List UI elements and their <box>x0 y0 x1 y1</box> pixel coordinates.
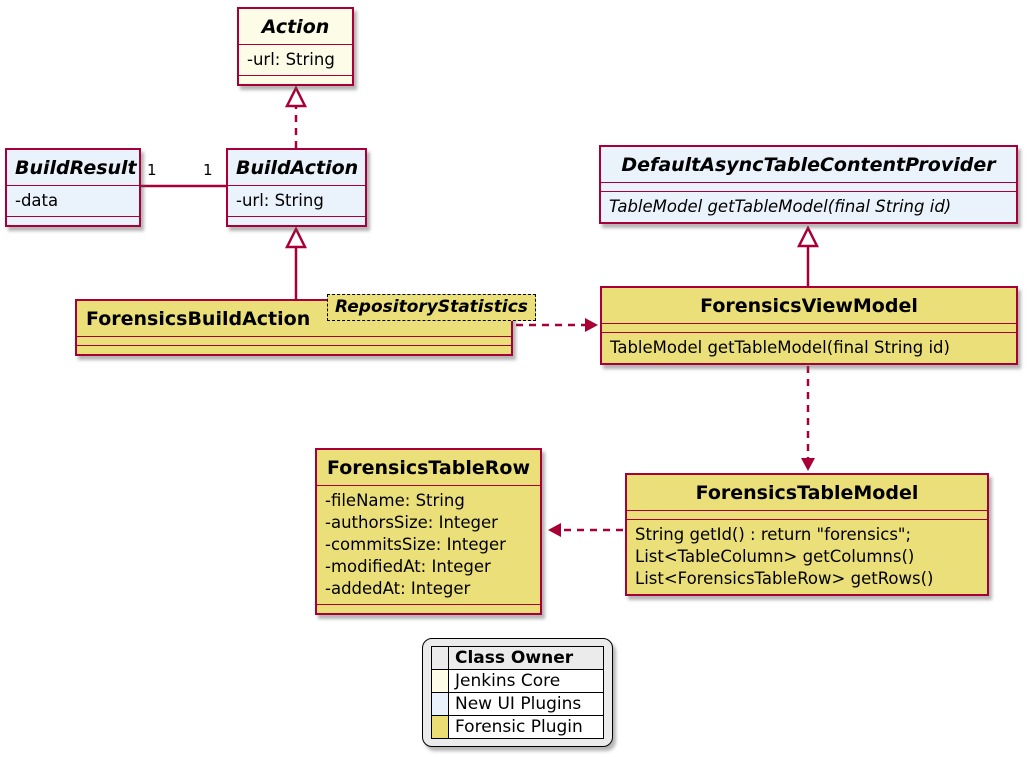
class-forensicsviewmodel-title: ForensicsViewModel <box>700 295 918 317</box>
generalization-arrow-forensicsviewmodel-provider <box>796 225 820 286</box>
attribute: -commitsSize: Integer <box>325 535 506 554</box>
class-buildaction-title: BuildAction <box>236 157 359 179</box>
attribute: -url: String <box>247 50 335 69</box>
class-forensicsviewmodel-attributes-empty <box>602 323 1016 332</box>
legend-label-new-ui-plugins: New UI Plugins <box>448 692 604 716</box>
attribute: -authorsSize: Integer <box>325 513 498 532</box>
legend: Class Owner Jenkins Core New UI Plugins … <box>422 638 613 747</box>
class-defaultasynctablecontentprovider: DefaultAsyncTableContentProvider TableMo… <box>599 145 1018 224</box>
attribute: -fileName: String <box>325 491 465 510</box>
legend-row-jenkins-core: Jenkins Core <box>431 669 604 693</box>
class-forensicstablemodel-title: ForensicsTableModel <box>695 482 919 504</box>
attribute: -data <box>15 191 59 210</box>
legend-table: Class Owner Jenkins Core New UI Plugins … <box>431 646 604 739</box>
class-forensicstablerow-attributes: -fileName: String -authorsSize: Integer … <box>317 485 540 604</box>
legend-row-forensic-plugin: Forensic Plugin <box>431 715 604 739</box>
class-forensicsbuildaction-attributes-empty <box>77 336 511 345</box>
class-buildresult-methods-empty <box>7 216 139 225</box>
legend-header-swatch <box>431 646 449 670</box>
legend-label-jenkins-core: Jenkins Core <box>448 669 604 693</box>
class-forensicsbuildaction-title: ForensicsBuildAction <box>86 308 311 330</box>
class-forensicstablerow-title: ForensicsTableRow <box>326 457 530 479</box>
legend-swatch-forensic-plugin <box>431 715 449 739</box>
generic-parameter-label: RepositoryStatistics <box>335 297 528 317</box>
class-action-title: Action <box>261 16 330 38</box>
class-buildaction-attributes: -url: String <box>228 185 365 216</box>
class-forensicstablemodel: ForensicsTableModel String getId() : ret… <box>625 473 989 596</box>
class-action: Action -url: String <box>237 7 354 86</box>
class-action-attributes: -url: String <box>239 44 352 75</box>
class-defaultasynctablecontentprovider-attributes-empty <box>601 182 1016 191</box>
legend-swatch-jenkins-core <box>431 669 449 693</box>
class-buildaction-methods-empty <box>228 216 365 225</box>
legend-label-forensic-plugin: Forensic Plugin <box>448 715 604 739</box>
class-defaultasynctablecontentprovider-title: DefaultAsyncTableContentProvider <box>621 154 996 176</box>
class-buildresult-title: BuildResult <box>15 157 137 179</box>
class-buildresult-attributes: -data <box>7 185 139 216</box>
class-forensicsbuildaction: ForensicsBuildAction <box>75 299 513 356</box>
legend-swatch-new-ui-plugins <box>431 692 449 716</box>
method: String getId() : return "forensics"; <box>635 525 912 544</box>
class-forensicsviewmodel: ForensicsViewModel TableModel getTableMo… <box>600 286 1018 365</box>
dependency-arrow-tablemodel-tablerow <box>548 523 623 537</box>
method: TableModel getTableModel(final String id… <box>609 197 952 216</box>
class-forensicstablerow-methods-empty <box>317 604 540 613</box>
generalization-arrow-forensicsbuildaction-buildaction <box>284 226 308 299</box>
method: TableModel getTableModel(final String id… <box>610 338 950 357</box>
attribute: -url: String <box>236 191 324 210</box>
class-buildresult: BuildResult -data <box>5 148 141 227</box>
dependency-arrow-viewmodel-tablemodel <box>801 366 815 471</box>
class-forensicstablerow: ForensicsTableRow -fileName: String -aut… <box>315 448 542 615</box>
attribute: -addedAt: Integer <box>325 579 471 598</box>
legend-title: Class Owner <box>448 646 604 670</box>
legend-row-new-ui-plugins: New UI Plugins <box>431 692 604 716</box>
multiplicity-left: 1 <box>147 161 157 179</box>
class-forensicsviewmodel-methods: TableModel getTableModel(final String id… <box>602 332 1016 363</box>
class-forensicstablemodel-attributes-empty <box>627 510 987 519</box>
class-forensicstablemodel-methods: String getId() : return "forensics"; Lis… <box>627 519 987 594</box>
class-buildaction: BuildAction -url: String <box>226 148 367 227</box>
class-action-methods-empty <box>239 75 352 84</box>
class-defaultasynctablecontentprovider-methods: TableModel getTableModel(final String id… <box>601 191 1016 222</box>
class-forensicsbuildaction-methods-empty <box>77 345 511 354</box>
realization-arrow-buildaction-action <box>284 85 308 148</box>
generic-parameter-note: RepositoryStatistics <box>327 294 536 321</box>
dependency-arrow-buildaction-viewmodel <box>516 318 598 332</box>
multiplicity-right: 1 <box>203 161 213 179</box>
method: List<TableColumn> getColumns() <box>635 547 915 566</box>
attribute: -modifiedAt: Integer <box>325 557 491 576</box>
legend-header-row: Class Owner <box>431 646 604 670</box>
method: List<ForensicsTableRow> getRows() <box>635 569 934 588</box>
